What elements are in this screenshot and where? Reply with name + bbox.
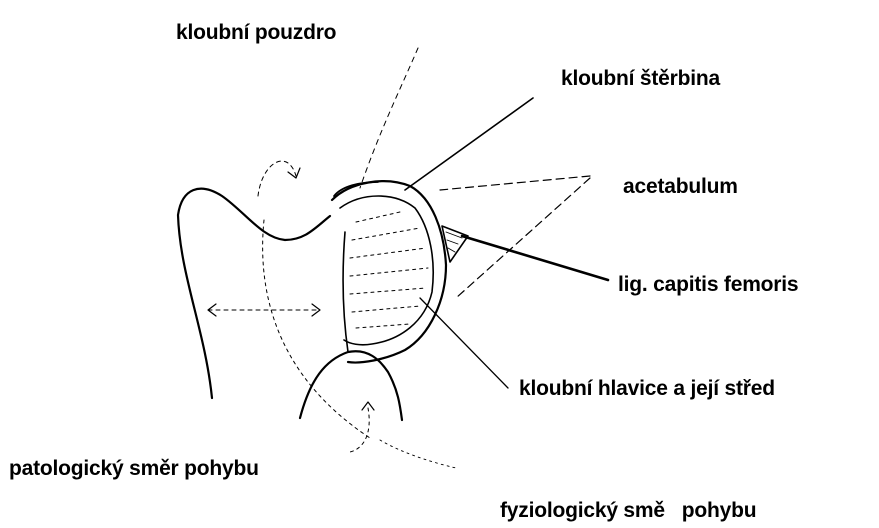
- physiological-arrow-lower: [350, 408, 369, 452]
- leader-joint-space: [405, 98, 533, 190]
- head-hatching: [350, 212, 428, 328]
- femoral-head-outline: [340, 196, 433, 345]
- physiological-leader: [380, 440, 456, 468]
- leader-head-center: [420, 298, 508, 388]
- leader-acetabulum-upper: [440, 176, 590, 190]
- leader-acetabulum-lower: [456, 178, 590, 298]
- leader-capsule: [360, 48, 418, 188]
- label-physiological: fyziologický smě pohybu: [500, 500, 756, 521]
- label-capsule: kloubní pouzdro: [176, 22, 336, 43]
- pelvis-outline: [178, 189, 330, 398]
- pathological-arrow-upper: [258, 161, 296, 196]
- label-joint-space: kloubní štěrbina: [561, 68, 720, 89]
- label-pathological: patologický směr pohybu: [9, 458, 259, 479]
- acetabulum-rim: [332, 181, 446, 362]
- femoral-neck-line: [343, 232, 348, 352]
- label-ligament: lig. capitis femoris: [618, 274, 798, 295]
- physiological-arc: [263, 220, 370, 438]
- label-acetabulum: acetabulum: [623, 176, 738, 197]
- pathological-arrow-upper-head: [288, 168, 300, 178]
- label-head-center: kloubní hlavice a její střed: [519, 378, 775, 399]
